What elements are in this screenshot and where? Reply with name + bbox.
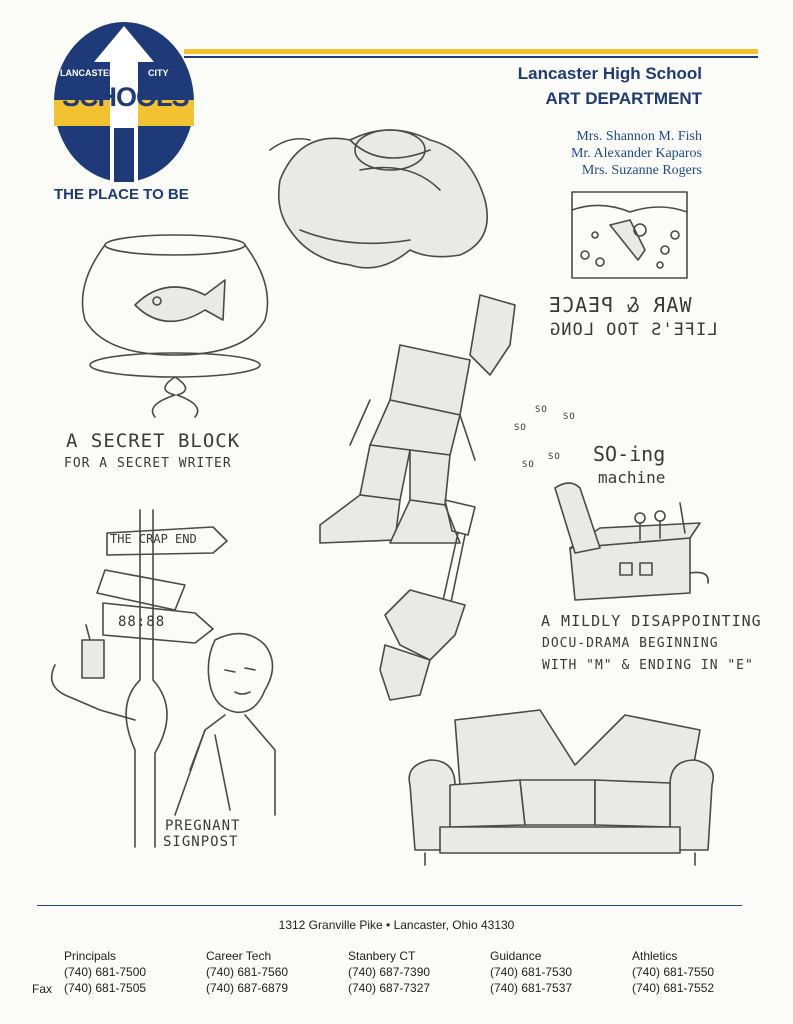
caption-war-peace: WAR & PEACE — [548, 293, 692, 317]
sign-crap-end: THE CRAP END — [110, 532, 197, 546]
footer-fax: (740) 681-7537 — [490, 981, 573, 995]
logo-text-lancaster: LANCASTER — [60, 68, 116, 78]
logo-text-schools: SCHOOLS — [62, 82, 190, 112]
logo-text-city: CITY — [148, 68, 169, 78]
soing-machine-sketch — [554, 482, 709, 601]
staff-member: Mrs. Shannon M. Fish — [576, 129, 702, 144]
caption-pregnant: PREGNANT — [165, 818, 241, 834]
footer-column-title: Career Tech — [206, 949, 272, 963]
framed-sketch — [571, 191, 688, 279]
footer-fax: (740) 681-7505 — [64, 981, 147, 995]
school-logo: LANCASTER CITY SCHOOLS — [50, 22, 200, 190]
so-bubble: SO — [522, 460, 535, 470]
footer-column-athletics: Athletics (740) 681-7550 (740) 681-7552 — [632, 948, 714, 996]
footer-column-guidance: Guidance (740) 681-7530 (740) 681-7537 — [490, 948, 572, 996]
footer-column-title: Principals — [64, 949, 117, 963]
fax-label: Fax — [32, 982, 53, 996]
footer-column-stanbery: Stanbery CT (740) 687-7390 (740) 687-732… — [348, 948, 430, 996]
caption-life-too-long: LIFE'S TOO LONG — [549, 320, 718, 340]
footer-column-principals: Principals (740) 681-7500 (740) 681-7505 — [64, 948, 146, 996]
staff-member: Mrs. Suzanne Rogers — [581, 163, 702, 178]
footer-address: 1312 Granville Pike • Lancaster, Ohio 43… — [278, 918, 515, 932]
shoe-sketch — [269, 129, 489, 269]
machine-label: machine — [598, 468, 666, 487]
caption-secret-block-2: FOR A SECRET WRITER — [64, 456, 232, 471]
so-bubble: SO — [535, 405, 548, 415]
school-name: Lancaster High School — [517, 64, 702, 83]
staff-member: Mr. Alexander Kaparos — [570, 146, 702, 161]
block-figure-sketch — [319, 294, 516, 544]
logo-tagline: THE PLACE TO BE — [54, 186, 189, 203]
footer-column-title: Guidance — [490, 949, 542, 963]
soing-label: SO-ing — [593, 442, 666, 466]
man-sketch — [50, 624, 276, 816]
footer-phone: (740) 681-7500 — [64, 965, 147, 979]
caption-docu-2: DOCU-DRAMA BEGINNING — [542, 636, 719, 651]
header-stripe-gold — [184, 49, 758, 54]
footer-fax: (740) 687-7327 — [348, 981, 431, 995]
caption-docu-1: A MILDLY DISAPPOINTING — [541, 612, 762, 630]
footer-column-career-tech: Career Tech (740) 681-7560 (740) 687-687… — [206, 948, 288, 996]
sofa-sketch — [408, 709, 714, 866]
footer-fax: (740) 681-7552 — [632, 981, 715, 995]
shovel-sketch — [379, 499, 476, 701]
department-name: ART DEPARTMENT — [545, 89, 702, 108]
footer-column-title: Athletics — [632, 949, 678, 963]
caption-secret-block-1: A SECRET BLOCK — [66, 430, 241, 452]
so-bubble: SO — [514, 423, 527, 433]
footer-phone: (740) 681-7550 — [632, 965, 715, 979]
caption-signpost: SIGNPOST — [163, 834, 239, 850]
caption-docu-3: WITH "M" & ENDING IN "E" — [542, 658, 754, 673]
footer-phone: (740) 687-7390 — [348, 965, 431, 979]
header-stripe-navy — [184, 56, 758, 58]
staff-list: Mrs. Shannon M. Fish Mr. Alexander Kapar… — [571, 128, 702, 179]
signpost-sketch — [96, 509, 228, 848]
footer-phone: (740) 681-7530 — [490, 965, 573, 979]
sign-clock: 88:88 — [118, 614, 166, 630]
so-bubble: SO — [548, 452, 561, 462]
footer-fax: (740) 687-6879 — [206, 981, 289, 995]
footer-phone: (740) 681-7560 — [206, 965, 289, 979]
footer-rule — [37, 905, 742, 906]
fishbowl-sketch — [81, 234, 269, 418]
footer-column-title: Stanbery CT — [348, 949, 416, 963]
so-bubble: SO — [563, 412, 576, 422]
